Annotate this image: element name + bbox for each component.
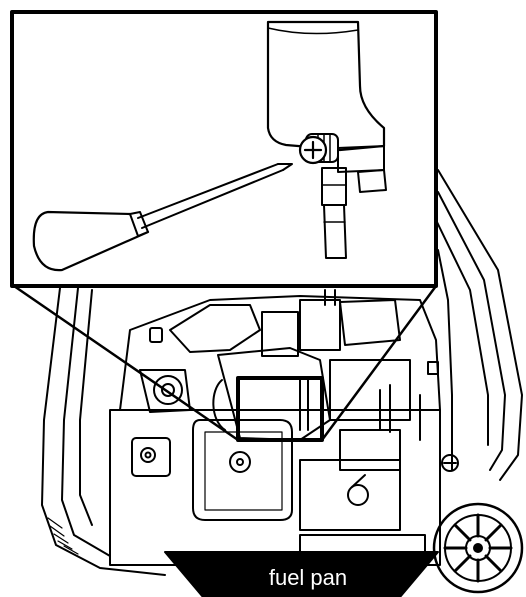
- screwdriver-shaft: [137, 163, 284, 229]
- screwdriver-handle: [32, 210, 150, 272]
- frame-left-inner: [61, 287, 111, 557]
- left-dial: [153, 375, 183, 405]
- frame-right-inner-2: [435, 219, 489, 446]
- fitting-nub: [357, 169, 387, 193]
- frame-left: [41, 287, 166, 576]
- screw-cross: [303, 140, 323, 160]
- inset-frame: [10, 10, 438, 288]
- drain-hose: [323, 204, 347, 259]
- wheel-outer: [432, 502, 524, 594]
- drain-stem: [321, 167, 347, 206]
- left-bracket: [139, 369, 191, 413]
- right-box-window: [427, 361, 439, 375]
- pipe-left: [212, 379, 226, 431]
- right-bolt: [441, 454, 459, 472]
- upper-assembly: [169, 304, 261, 353]
- wheel: [432, 502, 524, 594]
- lower-right-box: [299, 459, 401, 531]
- fuel-tank: [192, 419, 293, 521]
- upper-right-stem: [324, 289, 336, 306]
- frame-right: [437, 169, 523, 481]
- pipe-mid: [299, 379, 309, 431]
- drain-hose-bands: [321, 184, 347, 223]
- tank-cap: [229, 451, 251, 473]
- upper-block-2: [299, 299, 341, 351]
- highlight-box: [236, 376, 324, 442]
- left-dial-inner: [161, 383, 175, 397]
- projection-line-right: [320, 284, 438, 442]
- generator-body: [41, 169, 523, 576]
- right-box: [329, 359, 411, 421]
- left-vents: [47, 517, 79, 555]
- center-panel-top: [119, 295, 441, 411]
- right-pipes: [339, 429, 401, 471]
- projection-line-left: [12, 284, 240, 442]
- wheel-spokes: [443, 513, 513, 583]
- left-bolt-center: [144, 451, 152, 459]
- inset-detail: [10, 10, 438, 288]
- fuel-tank-inner: [204, 431, 283, 511]
- left-bolt-plate: [131, 437, 171, 477]
- center-panel: [109, 409, 441, 566]
- carburetor-body: [266, 20, 386, 152]
- frame-left-inner-2: [79, 289, 93, 526]
- left-bolt: [140, 447, 156, 463]
- upper-right-box: [339, 299, 401, 346]
- top-panel: [437, 249, 453, 471]
- wheel-hub-center: [473, 543, 483, 553]
- tank-cap-inner: [236, 458, 244, 466]
- upper-block: [261, 311, 299, 357]
- fuel-pan-label-shape: [164, 551, 439, 597]
- screwdriver-tip: [277, 163, 293, 171]
- carburetor-edge: [267, 27, 359, 35]
- left-clip: [149, 327, 163, 343]
- engine-block: [217, 347, 331, 441]
- right-knob-stem: [351, 474, 366, 488]
- frame-right-inner: [437, 191, 506, 471]
- right-rods: [379, 384, 421, 441]
- fuel-pan-label: fuel pan: [269, 565, 347, 590]
- right-knob: [347, 484, 369, 506]
